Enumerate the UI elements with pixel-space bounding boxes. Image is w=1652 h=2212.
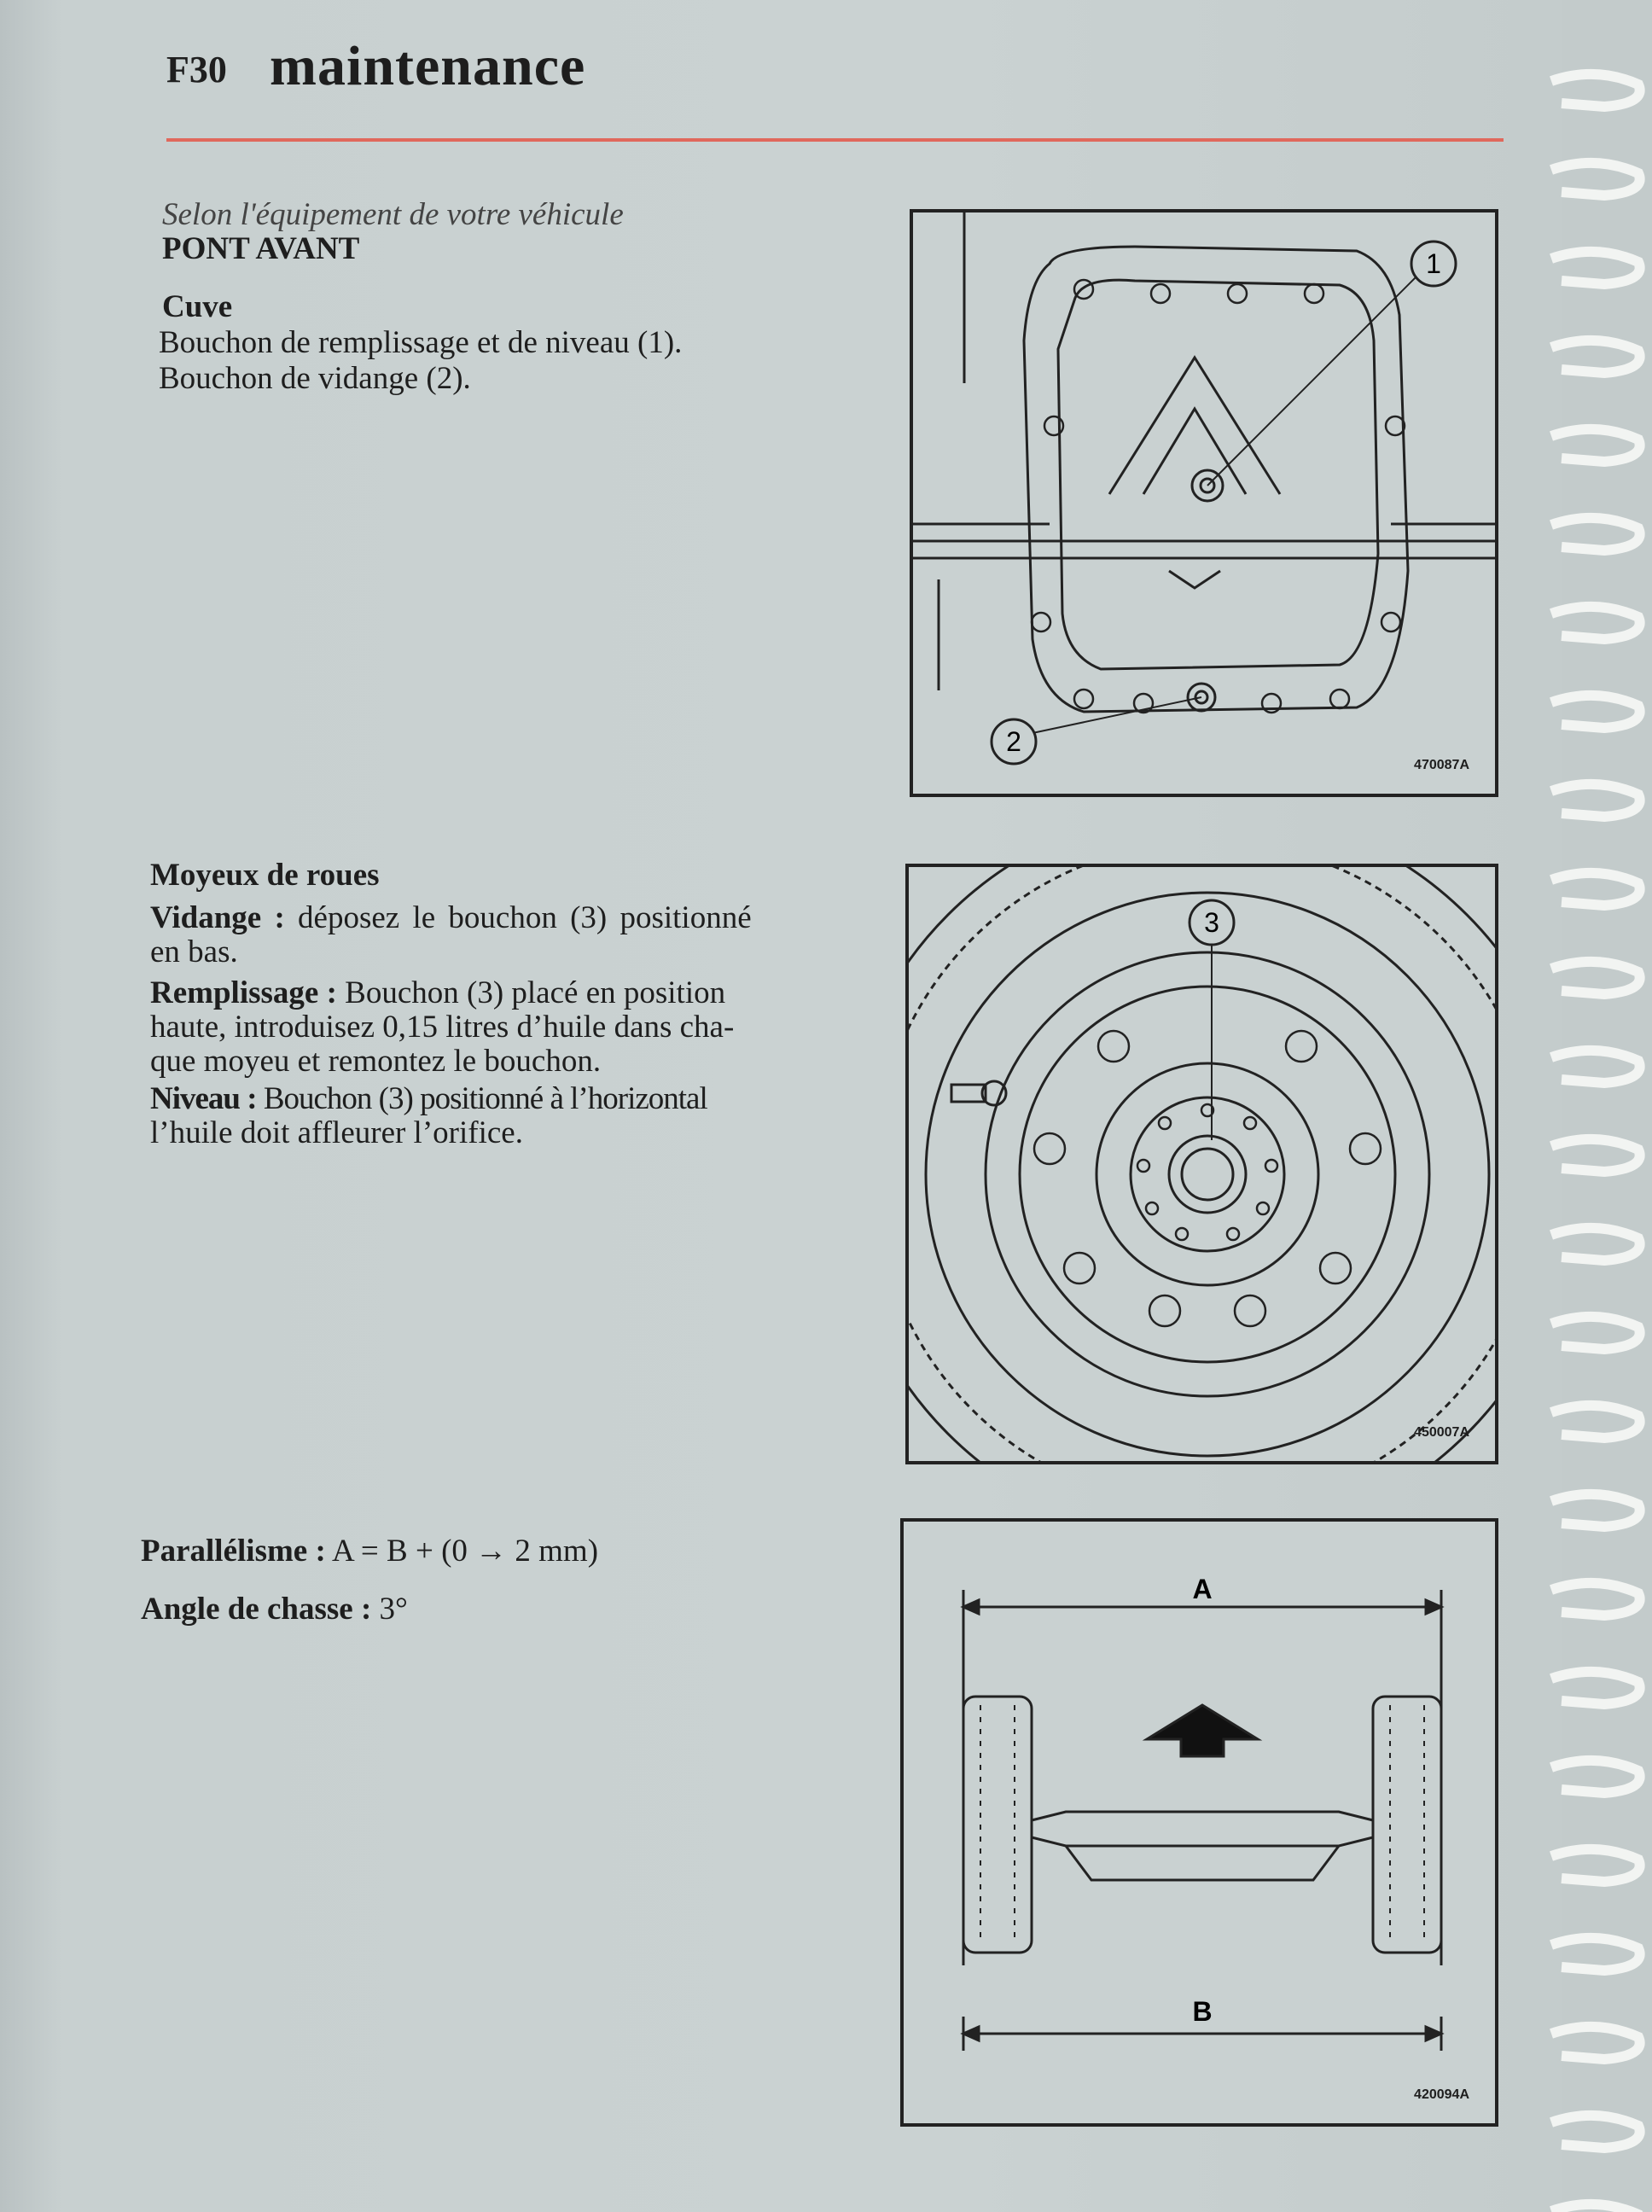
text-line: en bas. <box>150 934 238 969</box>
callout-2: 2 <box>1006 726 1021 757</box>
label: Vidange : <box>150 900 285 935</box>
spiral-ring <box>1550 1133 1645 1178</box>
callout-1: 1 <box>1426 248 1441 279</box>
text-line: Bouchon de vidange (2). <box>159 361 471 396</box>
spiral-ring <box>1550 2110 1645 2154</box>
text-parallelisme: Parallélisme : A = B + (0 → 2 mm) <box>141 1534 598 1569</box>
figure-ref: 470087A <box>1414 758 1469 772</box>
page-title: maintenance <box>270 35 586 97</box>
text-line: haute, introduisez 0,15 litres d’huile d… <box>150 1010 735 1045</box>
text-angle-chasse: Angle de chasse : 3° <box>141 1592 408 1627</box>
figure-ref: 420094A <box>1414 2087 1469 2102</box>
text-remplissage: Remplissage : Bouchon (3) placé en posit… <box>150 976 725 1010</box>
text: Bouchon (3) positionné à l’horizontal <box>256 1081 708 1116</box>
label: Angle de chasse : <box>141 1592 372 1627</box>
figure-wheel-hub: 3 450007A <box>905 864 1498 1464</box>
label: Parallélisme : <box>141 1534 326 1569</box>
spiral-ring <box>1550 512 1645 556</box>
value: A = B + (0 → 2 mm) <box>325 1534 599 1569</box>
spiral-ring <box>1550 1932 1645 1976</box>
manual-page: F30 maintenance Selon l'équipement de vo… <box>0 0 1562 2212</box>
spiral-ring <box>1550 1400 1645 1444</box>
callout-3: 3 <box>1204 907 1219 938</box>
header-rule <box>166 138 1504 142</box>
figure-ref: 450007A <box>1414 1425 1469 1440</box>
differential-drawing: 1 2 <box>913 212 1495 765</box>
text-line: que moyeu et remontez le bouchon. <box>150 1044 602 1079</box>
dimension-b: B <box>1192 1996 1212 2027</box>
dimension-a: A <box>1192 1574 1212 1604</box>
spiral-ring <box>1550 778 1645 823</box>
figure-differential-housing: 1 2 470087A <box>910 209 1498 797</box>
label: Remplissage : <box>150 975 337 1010</box>
equipment-note: Selon l'équipement de votre véhicule <box>162 197 624 232</box>
alignment-drawing: A B <box>960 1574 1445 2051</box>
spiral-binding <box>1550 68 1645 2212</box>
spiral-ring <box>1550 1843 1645 1888</box>
spiral-ring <box>1550 1577 1645 1621</box>
text: Bouchon (3) placé en position <box>336 975 726 1010</box>
spiral-ring <box>1550 1311 1645 1355</box>
spiral-ring <box>1550 1222 1645 1266</box>
text-vidange: Vidange : déposez le bouchon (3) positio… <box>150 901 752 935</box>
wheel-hub-drawing: 3 <box>909 867 1495 1461</box>
spiral-ring <box>1550 1488 1645 1533</box>
spiral-ring <box>1550 246 1645 290</box>
spiral-ring <box>1550 1045 1645 1089</box>
spiral-ring <box>1550 335 1645 379</box>
text-line: l’huile doit affleurer l’orifice. <box>150 1115 523 1150</box>
spiral-ring <box>1550 956 1645 1000</box>
section-heading-pont-avant: PONT AVANT <box>162 231 360 266</box>
text-line: Bouchon de remplissage et de niveau (1). <box>159 325 683 360</box>
spiral-ring <box>1550 867 1645 911</box>
text: déposez le bouchon (3) positionné <box>284 900 752 935</box>
spiral-ring <box>1550 157 1645 201</box>
figure-wheel-alignment: A B 420094A <box>900 1518 1498 2127</box>
subheading-moyeux: Moyeux de roues <box>150 858 380 893</box>
spiral-ring <box>1550 68 1645 113</box>
spiral-ring <box>1550 1666 1645 1710</box>
spiral-ring <box>1550 2021 1645 2065</box>
text-niveau: Niveau : Bouchon (3) positionné à l’hori… <box>150 1081 708 1116</box>
value: 3° <box>371 1592 408 1627</box>
spiral-ring <box>1550 690 1645 734</box>
spiral-ring <box>1550 423 1645 468</box>
label: Niveau : <box>150 1081 258 1116</box>
spiral-ring <box>1550 2198 1643 2212</box>
spiral-ring <box>1550 601 1645 645</box>
page-number: F30 <box>166 49 227 90</box>
subheading-cuve: Cuve <box>162 289 233 324</box>
spiral-ring <box>1550 1755 1645 1799</box>
